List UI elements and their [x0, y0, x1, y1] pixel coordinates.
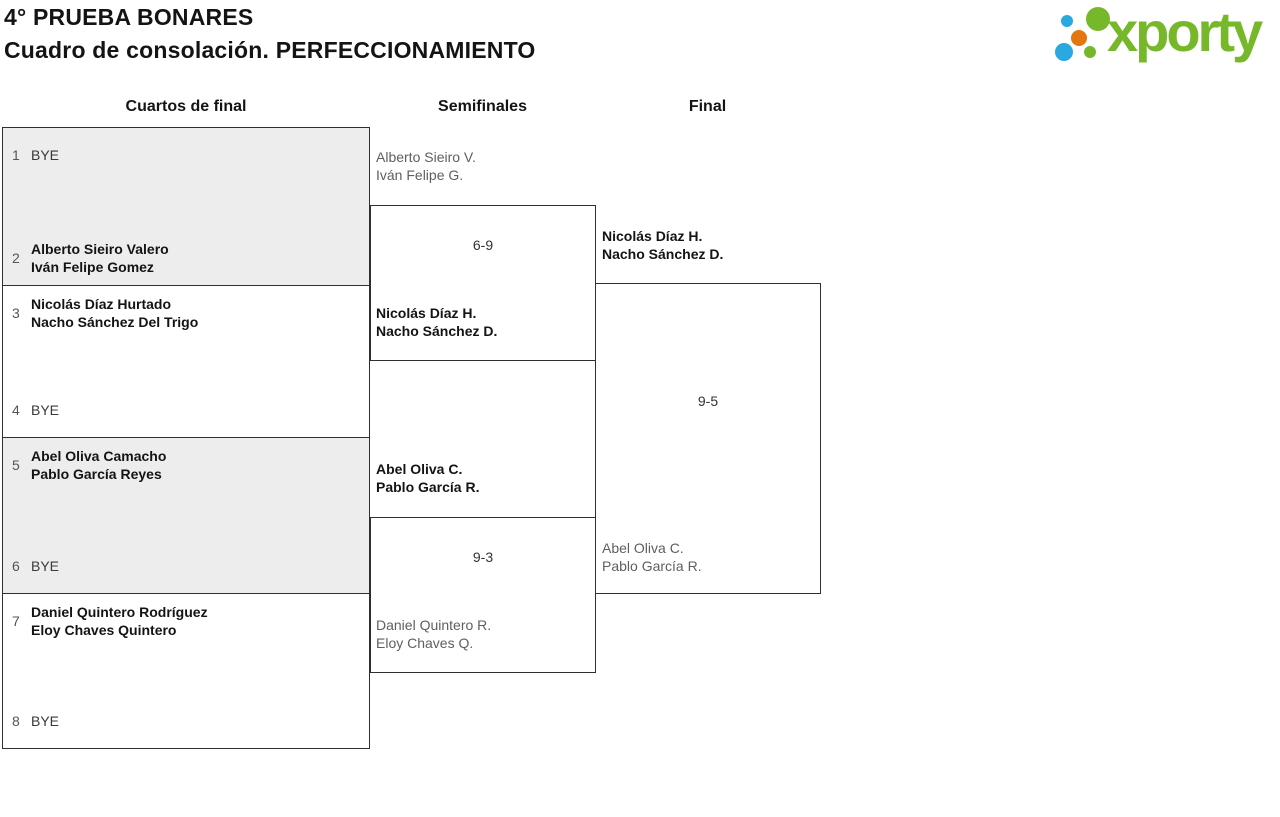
seed-number: 5: [12, 457, 20, 473]
page-title-line2: Cuadro de consolación. PERFECCIONAMIENTO: [4, 37, 536, 63]
sf-match-2-score: 9-3: [472, 549, 494, 565]
quarterfinals-column: 1 BYE 2 Alberto Sieiro Valero Iván Felip…: [2, 127, 370, 749]
bye-label: BYE: [31, 713, 60, 729]
seed-number: 4: [12, 402, 20, 418]
player-name-line2: Nacho Sánchez D.: [376, 323, 498, 339]
seed-number: 1: [12, 147, 20, 163]
player-name-line2: Iván Felipe G.: [376, 167, 464, 183]
seed-number: 3: [12, 305, 20, 321]
sf1-team-top: Alberto Sieiro V. Iván Felipe G.: [376, 148, 476, 184]
team-slot-seed-5: 5 Abel Oliva Camacho Pablo García Reyes: [3, 441, 369, 489]
team-slot-seed-6: 6 BYE: [3, 542, 369, 590]
team-name: Alberto Sieiro Valero Iván Felipe Gomez: [31, 240, 169, 276]
logo-dot-green-big-icon: [1086, 7, 1110, 31]
bye-label: BYE: [31, 402, 60, 418]
sf2-team-bottom: Daniel Quintero R. Eloy Chaves Q.: [376, 616, 491, 652]
team-slot-seed-2: 2 Alberto Sieiro Valero Iván Felipe Gome…: [3, 234, 369, 282]
round-header-quarterfinals: Cuartos de final: [125, 98, 247, 115]
player-name-line1: Abel Oliva C.: [602, 540, 684, 556]
logo-wordmark: xporty: [1107, 0, 1263, 63]
final-team-top: Nicolás Díaz H. Nacho Sánchez D.: [602, 227, 723, 263]
player-name-line2: Pablo García R.: [602, 558, 702, 574]
sf2-team-top: Abel Oliva C. Pablo García R.: [376, 460, 479, 496]
seed-number: 2: [12, 250, 20, 266]
player-name-line1: Alberto Sieiro V.: [376, 149, 476, 165]
qf-match-3: 5 Abel Oliva Camacho Pablo García Reyes …: [3, 438, 369, 594]
player-name-line2: Pablo García R.: [376, 479, 480, 495]
round-header-semifinals: Semifinales: [438, 98, 527, 115]
round-header-final: Final: [688, 98, 727, 115]
player-name-line2: Eloy Chaves Q.: [376, 635, 474, 651]
player-name-line1: Abel Oliva Camacho: [31, 448, 167, 464]
final-match-box: [595, 283, 821, 594]
team-slot-seed-4: 4 BYE: [3, 386, 369, 434]
team-name: Nicolás Díaz Hurtado Nacho Sánchez Del T…: [31, 295, 198, 331]
final-match-score: 9-5: [697, 393, 719, 409]
qf-match-2: 3 Nicolás Díaz Hurtado Nacho Sánchez Del…: [3, 286, 369, 438]
player-name-line2: Nacho Sánchez D.: [602, 246, 724, 262]
logo-dot-orange-icon: [1071, 30, 1087, 46]
qf-match-4: 7 Daniel Quintero Rodríguez Eloy Chaves …: [3, 594, 369, 748]
team-slot-seed-3: 3 Nicolás Díaz Hurtado Nacho Sánchez Del…: [3, 289, 369, 337]
player-name-line1: Nicolás Díaz Hurtado: [31, 296, 172, 312]
final-team-bottom: Abel Oliva C. Pablo García R.: [602, 539, 702, 575]
seed-number: 8: [12, 713, 20, 729]
page-title-line1: 4° PRUEBA BONARES: [4, 4, 254, 30]
team-name: Daniel Quintero Rodríguez Eloy Chaves Qu…: [31, 603, 208, 639]
seed-number: 7: [12, 613, 20, 629]
player-name-line1: Nicolás Díaz H.: [602, 228, 703, 244]
player-name-line1: Daniel Quintero Rodríguez: [31, 604, 208, 620]
player-name-line2: Eloy Chaves Quintero: [31, 622, 177, 638]
player-name-line1: Daniel Quintero R.: [376, 617, 492, 633]
page-title: 4° PRUEBA BONARES Cuadro de consolación.…: [4, 1, 536, 67]
bye-label: BYE: [31, 147, 60, 163]
player-name-line1: Abel Oliva C.: [376, 461, 463, 477]
logo-dot-blue-small-icon: [1061, 15, 1073, 27]
logo-dot-green-small-icon: [1084, 46, 1096, 58]
team-slot-seed-7: 7 Daniel Quintero Rodríguez Eloy Chaves …: [3, 597, 369, 645]
player-name-line2: Iván Felipe Gomez: [31, 259, 154, 275]
team-name: Abel Oliva Camacho Pablo García Reyes: [31, 447, 166, 483]
sf-match-2-box: [370, 517, 596, 673]
sf-match-1-score: 6-9: [472, 237, 494, 253]
bye-label: BYE: [31, 558, 60, 574]
logo-dot-blue-big-icon: [1055, 43, 1073, 61]
player-name-line2: Nacho Sánchez Del Trigo: [31, 314, 199, 330]
qf-match-1: 1 BYE 2 Alberto Sieiro Valero Iván Felip…: [3, 128, 369, 286]
team-slot-seed-1: 1 BYE: [3, 131, 369, 179]
player-name-line1: Alberto Sieiro Valero: [31, 241, 169, 257]
team-slot-seed-8: 8 BYE: [3, 697, 369, 745]
seed-number: 6: [12, 558, 20, 574]
sf1-team-bottom: Nicolás Díaz H. Nacho Sánchez D.: [376, 304, 497, 340]
player-name-line1: Nicolás Díaz H.: [376, 305, 477, 321]
player-name-line2: Pablo García Reyes: [31, 466, 162, 482]
